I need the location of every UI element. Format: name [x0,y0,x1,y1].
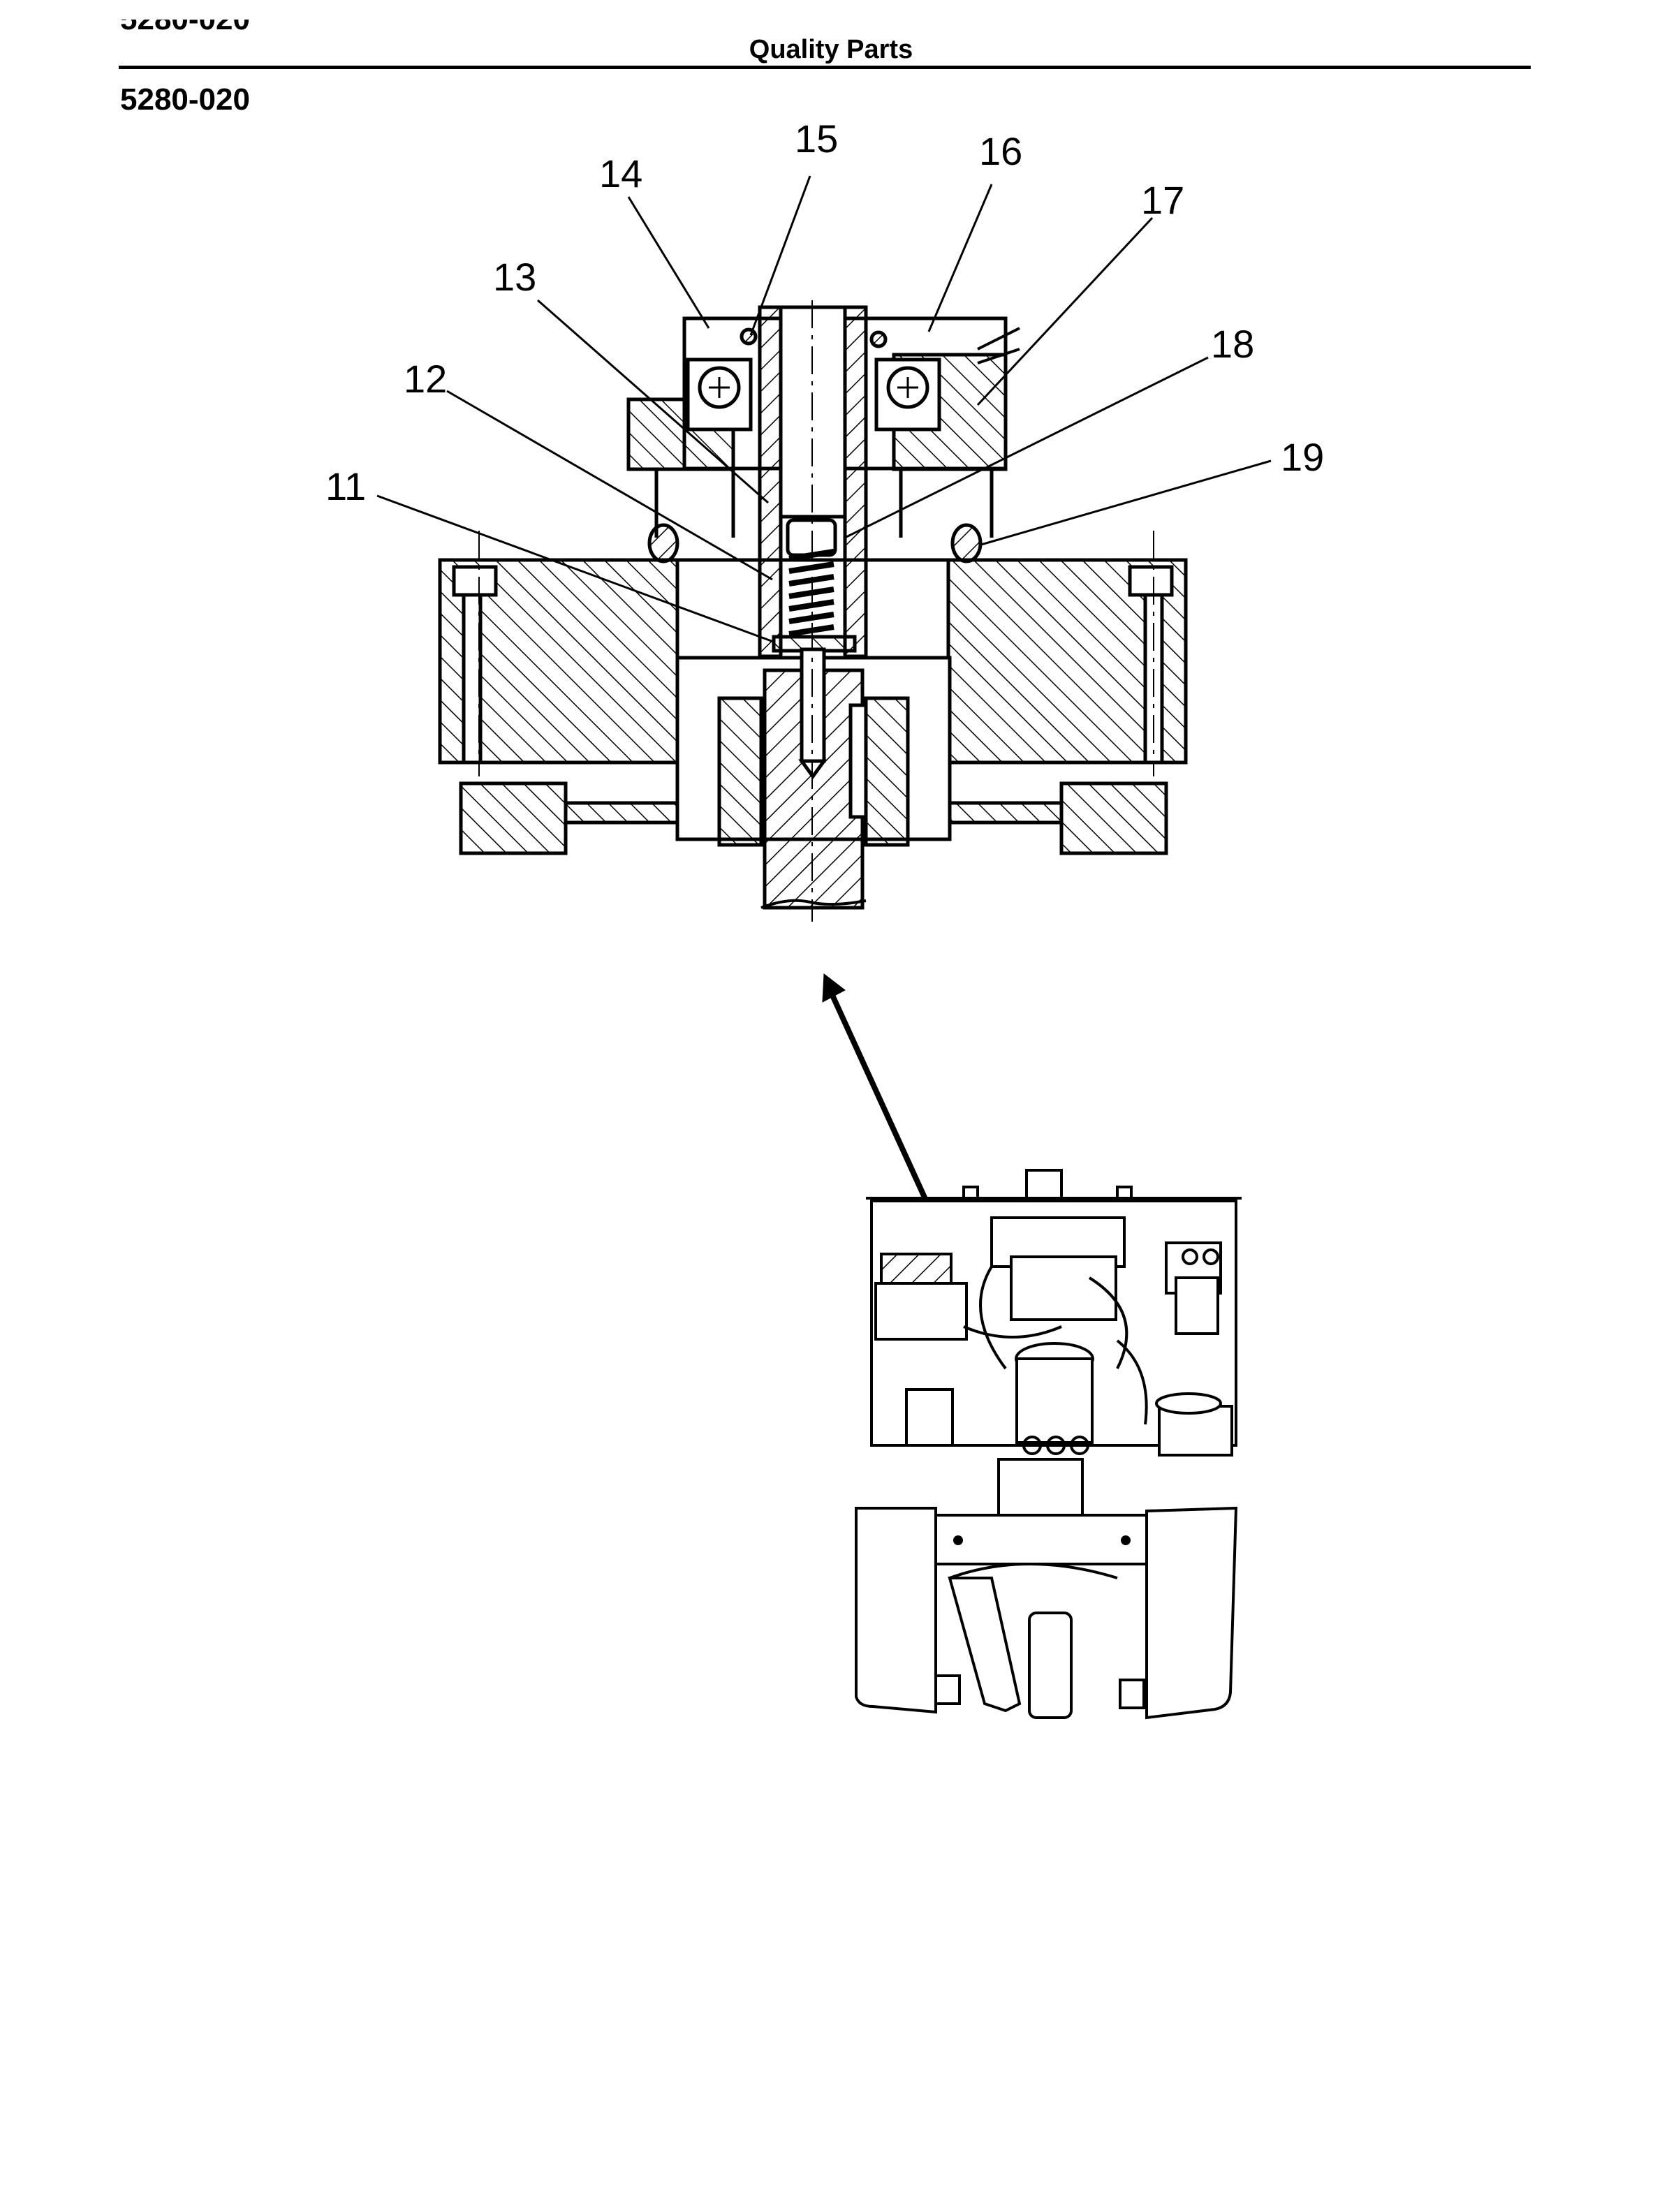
page-header-title: Quality Parts [749,35,913,64]
callout-labels: 11 12 13 14 15 16 17 18 19 [325,117,1324,508]
callout-17: 17 [1141,178,1184,222]
running-head-clipped: 5280-020 [120,20,250,36]
callout-12: 12 [404,357,447,401]
section-number: 5280-020 [120,82,250,117]
callout-19: 19 [1281,435,1324,479]
callout-13: 13 [493,255,536,299]
pointer-arrow [822,973,939,1223]
leader-lines [376,175,1272,644]
callout-18: 18 [1211,322,1254,366]
header-divider [119,66,1531,69]
callout-11: 11 [325,464,366,508]
callout-16: 16 [979,129,1022,173]
callout-15: 15 [795,117,838,161]
truck-overview-illustration [855,1169,1242,1720]
cross-section-view [438,300,1188,922]
callout-14: 14 [599,152,642,196]
